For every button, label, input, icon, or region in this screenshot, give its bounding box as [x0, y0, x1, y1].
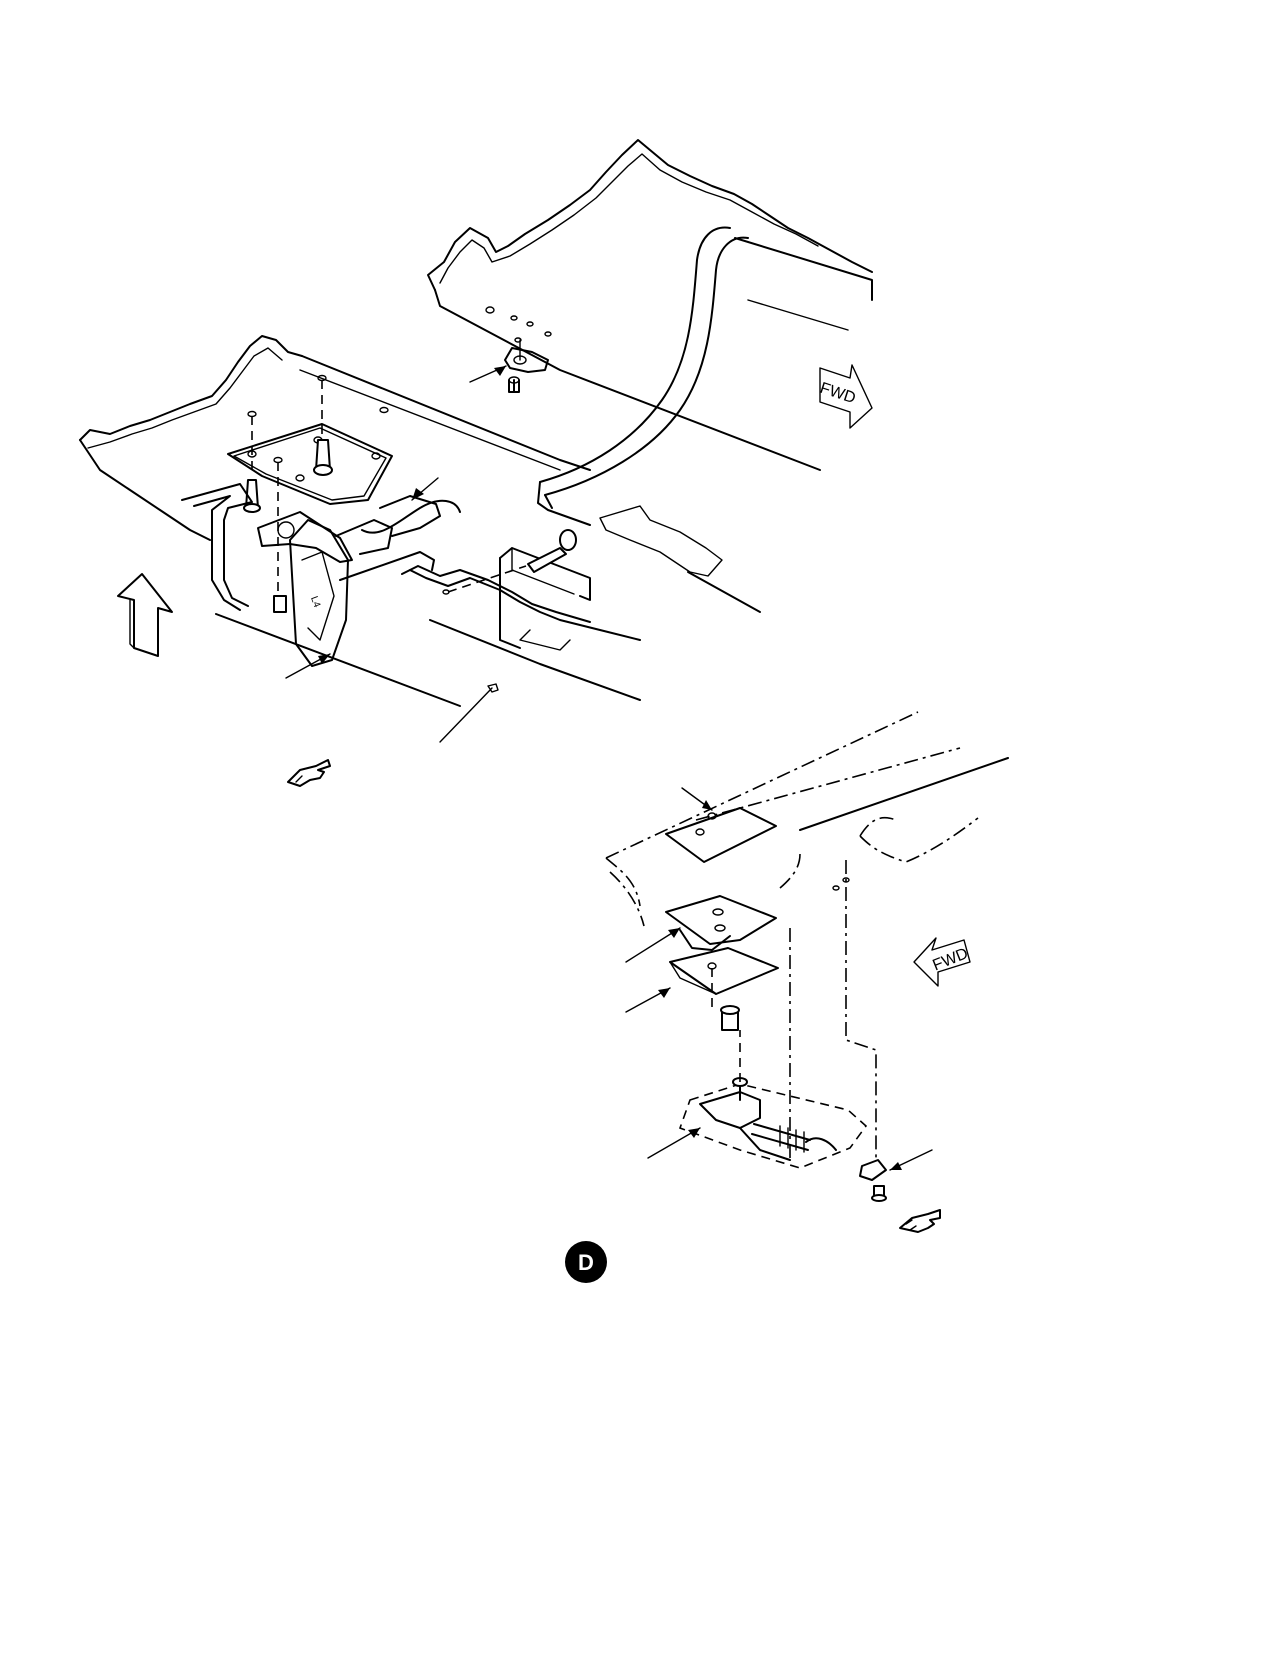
- tiedown-bracket: [469, 306, 552, 393]
- view-badge-letter: D: [578, 1250, 594, 1275]
- hand-pointer-icon: [899, 1209, 941, 1233]
- view-badge: D: [565, 1241, 607, 1283]
- hinge-assembly: L4: [181, 477, 461, 667]
- forward-arrow-lower: FWD: [913, 937, 971, 987]
- hinge-part-mark: L4: [308, 595, 322, 610]
- lower-exploded-view: FWD: [605, 711, 1009, 1233]
- up-arrow: [117, 573, 173, 657]
- reinforcement-plate: [227, 374, 393, 613]
- lower-leaders-upper-view: [215, 613, 499, 743]
- top-plate: [665, 787, 777, 863]
- fwd-label-lower: FWD: [930, 945, 970, 974]
- hand-pointer-icon: [287, 759, 331, 787]
- front-floor-panel: [79, 335, 591, 541]
- upper-exploded-view: FWD: [79, 139, 873, 787]
- alignment-lines: [789, 860, 877, 1160]
- cross-member-channel: [339, 529, 641, 701]
- latch-mechanism: [647, 1030, 933, 1202]
- spacer-plates: [625, 895, 779, 1031]
- rear-floor-panel: [427, 139, 873, 471]
- forward-arrow-upper: FWD: [818, 364, 873, 429]
- phantom-rails: [605, 711, 1009, 927]
- curved-side-rail: [537, 226, 761, 613]
